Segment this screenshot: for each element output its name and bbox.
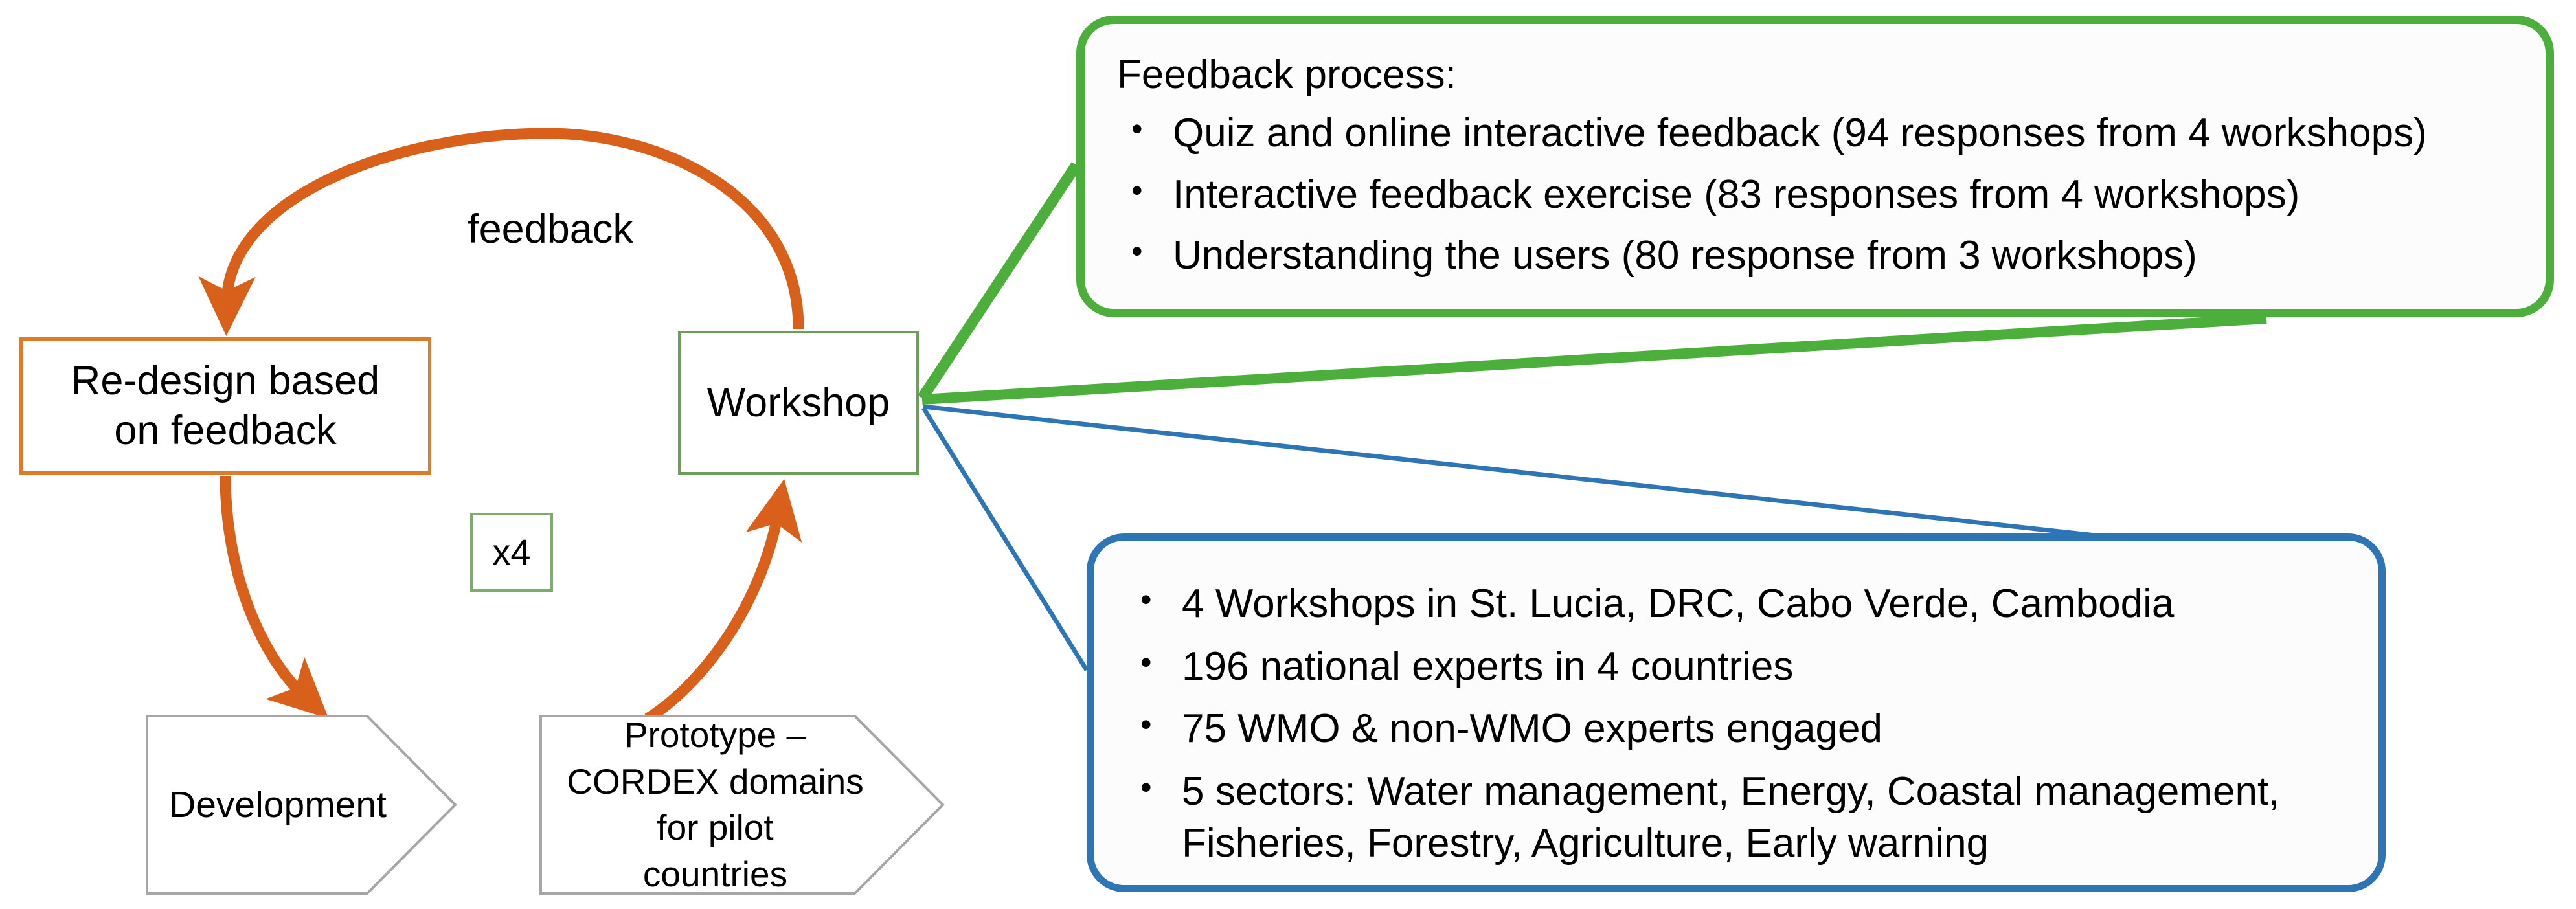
node-prototype-label: Prototype – CORDEX domains for pilot cou…: [567, 715, 864, 894]
list-item: 4 Workshops in St. Lucia, DRC, Cabo Verd…: [1122, 577, 2350, 631]
list-item: 5 sectors: Water management, Energy, Coa…: [1122, 765, 2350, 870]
arrow-prototype-to-workshop: [644, 478, 802, 724]
chevron-shape: [539, 715, 945, 895]
leader-line-blue-lower: [921, 407, 1089, 671]
list-item: 196 national experts in 4 countries: [1122, 640, 2350, 693]
callout-green-title: Feedback process:: [1117, 52, 1456, 97]
pentagon-shape: [146, 715, 457, 895]
leader-line-green-upper: [917, 162, 1081, 401]
node-development-label: Development: [169, 783, 387, 825]
leader-line-blue-upper: [923, 404, 2202, 550]
callout-feedback-process: Feedback process: Quiz and online intera…: [1076, 16, 2554, 317]
leader-line-green-lower: [921, 313, 2267, 405]
list-item: 75 WMO & non-WMO experts engaged: [1122, 702, 2350, 756]
node-x4-label: x4: [492, 531, 531, 572]
callout-workshop-stats: 4 Workshops in St. Lucia, DRC, Cabo Verd…: [1087, 533, 2386, 892]
node-workshop-label: Workshop: [706, 379, 890, 425]
node-prototype-cordex[interactable]: Prototype – CORDEX domains for pilot cou…: [539, 715, 945, 895]
list-item: Interactive feedback exercise (83 respon…: [1113, 168, 2517, 221]
node-redesign-label: Re-design based on feedback: [71, 358, 380, 453]
node-workshop[interactable]: Workshop: [678, 331, 919, 475]
node-x4-repeat-badge[interactable]: x4: [470, 513, 553, 592]
node-development[interactable]: Development: [146, 715, 457, 895]
callout-blue-bullet-list: 4 Workshops in St. Lucia, DRC, Cabo Verd…: [1122, 577, 2350, 870]
callout-green-bullet-list: Quiz and online interactive feedback (94…: [1113, 106, 2517, 282]
list-item: Quiz and online interactive feedback (94…: [1113, 106, 2517, 160]
node-redesign-based-on-feedback[interactable]: Re-design based on feedback: [19, 337, 431, 475]
edge-label-feedback: feedback: [468, 207, 633, 252]
list-item: Understanding the users (80 response fro…: [1113, 229, 2517, 282]
arrow-redesign-to-development: [220, 475, 329, 719]
